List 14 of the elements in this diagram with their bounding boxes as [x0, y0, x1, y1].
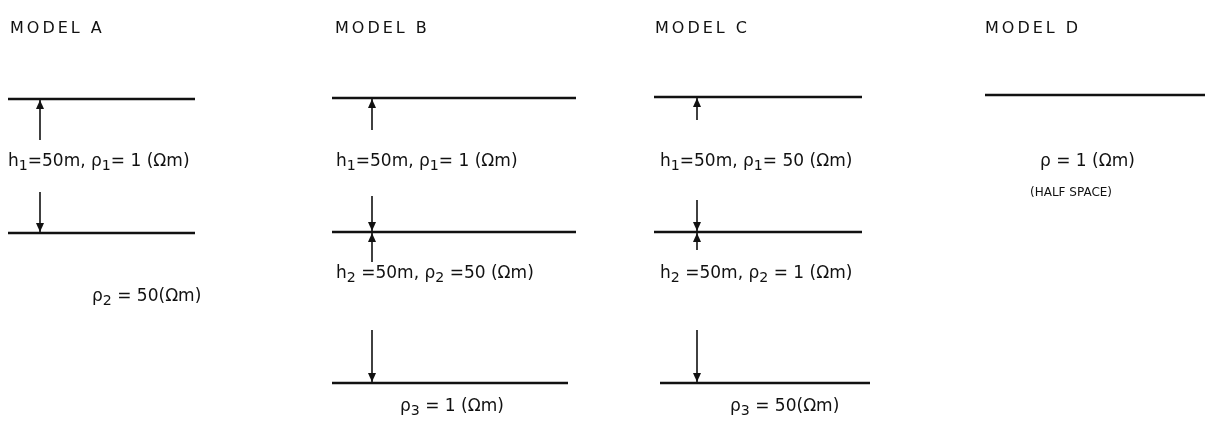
basement-resistivity: ρ$_{3}$ = 1 (Ωm) [400, 395, 504, 419]
layer-parameters: h$_{1}$=50m, ρ$_{1}$= 1 (Ωm) [336, 150, 518, 174]
layer-parameters: h$_{1}$=50m, ρ$_{1}$= 1 (Ωm) [8, 150, 190, 174]
model-title: MODEL C [655, 18, 750, 37]
half-space-note: (HALF SPACE) [1030, 185, 1113, 199]
basement-resistivity: ρ$_{2}$ = 50(Ωm) [92, 285, 202, 309]
half-space-resistivity: ρ = 1 (Ωm) [1040, 150, 1135, 170]
model-title: MODEL B [335, 18, 430, 37]
basement-resistivity: ρ$_{3}$ = 50(Ωm) [730, 395, 840, 419]
model-title: MODEL D [985, 18, 1082, 37]
layer-parameters: h$_{1}$=50m, ρ$_{1}$= 50 (Ωm) [660, 150, 853, 174]
layer-parameters: h$_{2}$ =50m, ρ$_{2}$ =50 (Ωm) [336, 262, 534, 286]
model-title: MODEL A [10, 18, 105, 37]
layer-parameters: h$_{2}$ =50m, ρ$_{2}$ = 1 (Ωm) [660, 262, 853, 286]
